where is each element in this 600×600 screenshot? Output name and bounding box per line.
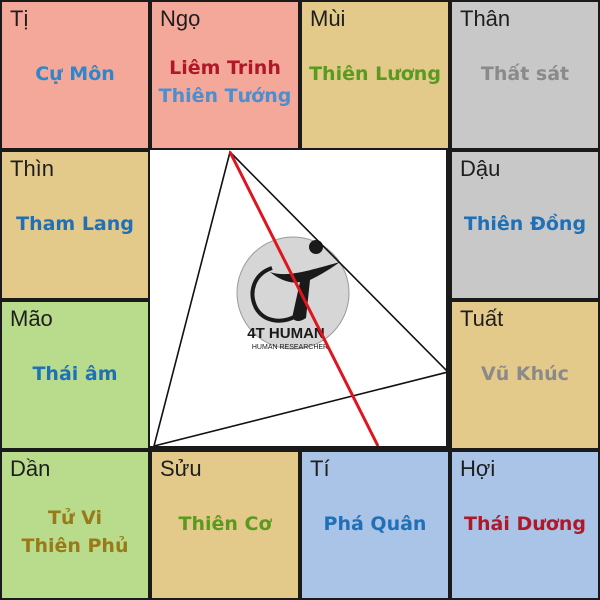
triangle-shape <box>153 150 446 446</box>
axis-line <box>228 151 380 446</box>
palace-thin: Thìn Tham Lang <box>2 152 148 298</box>
star-name: Tham Lang <box>16 213 134 235</box>
palace-branch-label: Sửu <box>160 456 202 481</box>
palace-branch-label: Tuất <box>460 306 504 331</box>
palace-hoi: Hợi Thái Dương <box>452 452 598 598</box>
palace-stars: Phá Quân <box>302 510 448 538</box>
palace-branch-label: Hợi <box>460 456 496 481</box>
palace-stars: Cự Môn <box>2 60 148 88</box>
star-name: Tử Vi <box>48 507 102 529</box>
star-name: Thiên Tướng <box>158 85 292 107</box>
logo-title: 4T HUMAN <box>247 325 325 342</box>
palace-branch-label: Thân <box>460 6 511 31</box>
palace-than: Thân Thất sát <box>452 2 598 148</box>
palace-stars: Tham Lang <box>2 210 148 238</box>
palace-branch-label: Dần <box>10 456 51 481</box>
palace-branch-label: Thìn <box>10 156 55 181</box>
palace-dan: Dần Tử Vi Thiên Phủ <box>2 452 148 598</box>
star-name: Thái Dương <box>464 513 586 535</box>
palace-branch-label: Mùi <box>310 6 346 31</box>
star-name: Thiên Phủ <box>21 535 129 557</box>
star-name: Thất sát <box>480 63 570 85</box>
palace-branch-label: Mão <box>10 306 53 331</box>
palace-tuat: Tuất Vũ Khúc <box>452 302 598 448</box>
palace-stars: Thái âm <box>2 360 148 388</box>
center-diagram: i 4T HUMAN HUMAN RESEARCHER <box>153 150 446 446</box>
star-name: Thiên Lương <box>309 63 441 85</box>
palace-stars: Thiên Lương <box>302 60 448 88</box>
palace-stars: Tử Vi Thiên Phủ <box>2 504 148 560</box>
palace-stars: Vũ Khúc <box>452 360 598 388</box>
palace-suu: Sửu Thiên Cơ <box>152 452 298 598</box>
palace-branch-label: Ngọ <box>160 6 201 31</box>
star-name: Vũ Khúc <box>481 363 569 385</box>
palace-branch-label: Tí <box>310 456 330 481</box>
star-name: Thiên Cơ <box>178 513 272 535</box>
star-name: Liêm Trinh <box>169 57 281 79</box>
star-name: Cự Môn <box>35 63 115 85</box>
palace-ti: Tị Cự Môn <box>2 2 148 148</box>
palace-stars: Thiên Đồng <box>452 210 598 238</box>
palace-branch-label: Tị <box>10 6 29 31</box>
palace-mui: Mùi Thiên Lương <box>302 2 448 148</box>
palace-stars: Thái Dương <box>452 510 598 538</box>
palace-branch-label: Dậu <box>460 156 501 181</box>
palace-dau: Dậu Thiên Đồng <box>452 152 598 298</box>
star-name: Thiên Đồng <box>463 213 587 235</box>
star-name: Phá Quân <box>323 513 427 535</box>
star-name: Thái âm <box>32 363 118 385</box>
logo-circle <box>236 236 350 350</box>
center-panel: i 4T HUMAN HUMAN RESEARCHER <box>150 150 446 446</box>
palace-ty: Tí Phá Quân <box>302 452 448 598</box>
palace-mao: Mão Thái âm <box>2 302 148 448</box>
logo-subtitle: HUMAN RESEARCHER <box>252 344 328 351</box>
palace-stars: Thiên Cơ <box>152 510 298 538</box>
palace-stars: Thất sát <box>452 60 598 88</box>
